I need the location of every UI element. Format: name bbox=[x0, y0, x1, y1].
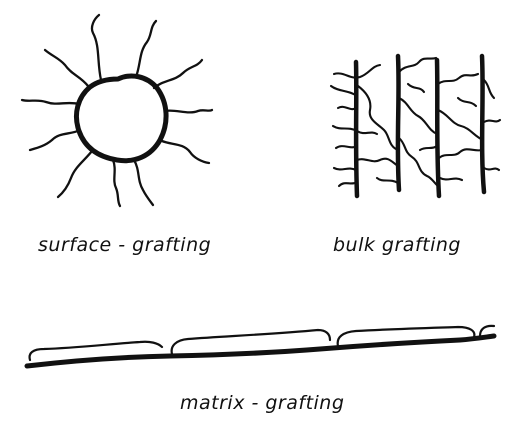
bulk-chain bbox=[408, 84, 424, 92]
bulk-chain bbox=[484, 120, 500, 122]
matrix-substrate-line bbox=[27, 336, 494, 366]
bulk-fiber bbox=[437, 60, 439, 196]
surface-chain bbox=[113, 160, 120, 206]
matrix-grafting-label: matrix - grafting bbox=[180, 394, 344, 413]
bulk-grafting-label: bulk grafting bbox=[333, 236, 461, 255]
surface-chain bbox=[92, 15, 101, 80]
bulk-chain bbox=[438, 74, 478, 84]
bulk-chain bbox=[331, 86, 357, 96]
surface-grafted-chains bbox=[22, 15, 212, 206]
bulk-chain bbox=[439, 149, 482, 158]
surface-chain bbox=[58, 151, 92, 197]
surface-chain bbox=[154, 60, 202, 88]
bulk-chain bbox=[484, 168, 499, 170]
bulk-chain bbox=[484, 80, 494, 98]
bulk-chain bbox=[339, 182, 357, 186]
bulk-fiber bbox=[482, 56, 484, 192]
surface-chain bbox=[22, 100, 79, 104]
bulk-chain bbox=[440, 178, 462, 180]
bulk-chain bbox=[399, 58, 436, 72]
surface-grafting-label: surface - grafting bbox=[38, 236, 211, 255]
bulk-chain bbox=[458, 98, 476, 106]
bulk-chain bbox=[438, 110, 483, 140]
surface-chain bbox=[134, 160, 153, 205]
bulk-grafting-diagram bbox=[331, 56, 500, 196]
bulk-chain bbox=[399, 138, 438, 186]
bulk-chain bbox=[420, 146, 437, 150]
surface-chain bbox=[136, 21, 156, 77]
bulk-chain bbox=[336, 146, 357, 148]
bulk-chain bbox=[338, 107, 356, 109]
bulk-chain bbox=[334, 168, 356, 170]
surface-chain bbox=[45, 50, 88, 86]
bulk-chain bbox=[377, 178, 398, 183]
surface-particle-core bbox=[76, 76, 166, 161]
bulk-backbone-fibers bbox=[356, 56, 484, 196]
surface-chain bbox=[162, 141, 209, 163]
surface-chain bbox=[165, 110, 212, 112]
matrix-grafting-diagram bbox=[27, 326, 494, 366]
bulk-chain bbox=[358, 86, 398, 150]
bulk-chain bbox=[399, 98, 437, 134]
bulk-fiber bbox=[356, 62, 357, 196]
surface-chain bbox=[30, 130, 80, 150]
surface-grafting-diagram bbox=[22, 15, 212, 206]
bulk-chain bbox=[357, 159, 398, 166]
bulk-fiber bbox=[398, 56, 399, 190]
